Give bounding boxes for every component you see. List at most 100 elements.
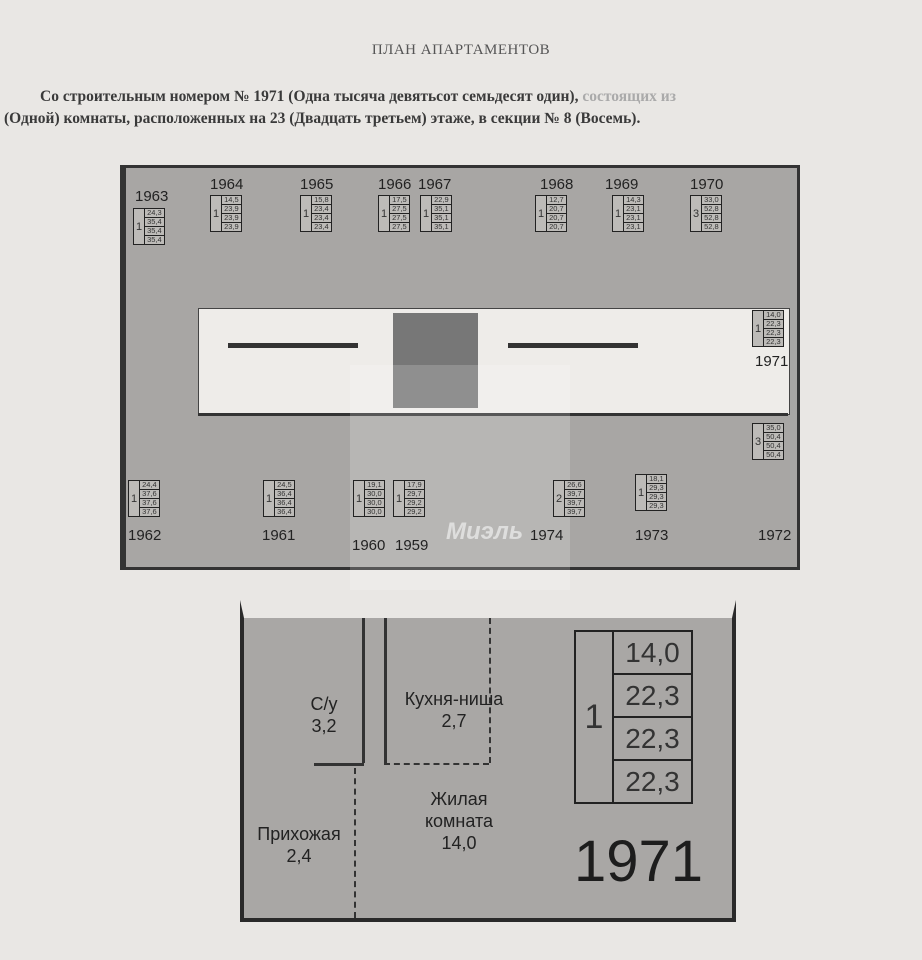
area-value: 30,0 — [364, 498, 384, 507]
area-value: 24,5 — [274, 481, 294, 489]
area-value: 20,7 — [546, 213, 566, 222]
room-count: 1 — [396, 492, 403, 505]
room-area: 2,7 — [441, 711, 467, 731]
area-value: 36,4 — [274, 489, 294, 498]
total-area: 22,3 — [614, 675, 691, 718]
total-area: 22,3 — [614, 718, 691, 761]
apartment-number-label: 1968 — [540, 176, 574, 193]
area-value: 39,7 — [564, 507, 584, 516]
room-count: 1 — [131, 492, 138, 505]
apartment-number-label: 1966 — [378, 176, 412, 193]
room-count: 3 — [755, 435, 762, 448]
description-line-2: (Одной) комнаты, расположенных на 23 (Дв… — [4, 110, 641, 127]
apartment-number-label: 1971 — [755, 353, 789, 370]
room-count: 2 — [556, 492, 563, 505]
total-area: 22,3 — [625, 765, 680, 797]
area-value: 39,7 — [564, 498, 584, 507]
kitchen-partition — [489, 618, 491, 763]
room-count: 1 — [755, 322, 762, 335]
area-value: 50,4 — [763, 450, 783, 459]
area-value: 27,5 — [389, 213, 409, 222]
room-count: 1 — [381, 207, 388, 220]
room-count: 1 — [638, 486, 645, 499]
area-value: 26,6 — [564, 481, 584, 489]
elevator-wall-right — [508, 343, 638, 348]
area-value: 29,3 — [646, 501, 666, 510]
area-value: 19,1 — [364, 481, 384, 489]
floor-plan — [120, 165, 800, 570]
area-value: 27,5 — [389, 222, 409, 231]
area-value: 29,7 — [404, 489, 424, 498]
area-value: 52,8 — [701, 222, 721, 231]
outer-wall — [123, 168, 126, 568]
area-value: 33,0 — [701, 196, 721, 204]
area-value: 29,2 — [404, 507, 424, 516]
description-line-1: Со строительным номером № 1971 (Одна тыс… — [40, 88, 922, 106]
bathroom-bottom-wall — [314, 763, 364, 766]
apartment-number-label: 1963 — [135, 188, 169, 205]
room-name: комната — [424, 811, 494, 831]
room-count: 1 — [356, 492, 363, 505]
area-value: 22,9 — [431, 196, 451, 204]
area-value: 36,4 — [274, 507, 294, 516]
area-value: 23,4 — [311, 204, 331, 213]
area-value: 29,3 — [646, 483, 666, 492]
room-name: Жилая — [430, 789, 488, 809]
apartment-number-label: 1960 — [352, 537, 386, 554]
area-summary-box: 1 14,0 22,3 22,3 22,3 — [574, 630, 693, 804]
area-value: 14,3 — [623, 196, 643, 204]
apartment-number-label: 1972 — [758, 527, 792, 544]
area-value: 22,3 — [763, 328, 783, 337]
hall-partition — [354, 768, 356, 918]
room-name: Прихожая — [257, 824, 341, 844]
apartment-number-label: 1959 — [395, 537, 429, 554]
room-name: С/у — [310, 694, 338, 714]
area-value: 52,8 — [701, 204, 721, 213]
area-value: 22,3 — [763, 319, 783, 328]
living-area: 14,0 — [614, 632, 691, 675]
room-count: 1 — [576, 632, 614, 802]
watermark-logo — [350, 365, 570, 590]
room-count: 1 — [266, 492, 273, 505]
room-area: 3,2 — [311, 716, 337, 736]
area-value: 37,6 — [139, 507, 159, 516]
watermark-text: Миэль — [446, 518, 524, 545]
area-value: 22,3 — [763, 337, 783, 346]
area-value: 37,6 — [139, 498, 159, 507]
area-value: 35,4 — [144, 235, 164, 244]
area-value: 24,4 — [139, 481, 159, 489]
area-value: 24,3 — [144, 209, 164, 217]
area-value: 17,9 — [404, 481, 424, 489]
room-area: 2,4 — [286, 846, 312, 866]
description-faded-text: состоящих из — [578, 88, 676, 105]
area-value: 35,1 — [431, 204, 451, 213]
apartment-number-label: 1965 — [300, 176, 334, 193]
area-value: 23,4 — [311, 213, 331, 222]
room-count: 1 — [213, 207, 220, 220]
area-value: 50,4 — [763, 432, 783, 441]
room-name: Кухня-ниша — [404, 689, 504, 709]
area-value: 12,7 — [546, 196, 566, 204]
area-value: 35,1 — [431, 213, 451, 222]
area-value: 20,7 — [546, 222, 566, 231]
corridor-wall — [198, 413, 788, 416]
apartment-number-label: 1961 — [262, 527, 296, 544]
area-value: 35,4 — [144, 226, 164, 235]
area-value: 14,5 — [221, 196, 241, 204]
apartment-number: 1971 — [574, 829, 704, 894]
room-count: 3 — [693, 207, 700, 220]
